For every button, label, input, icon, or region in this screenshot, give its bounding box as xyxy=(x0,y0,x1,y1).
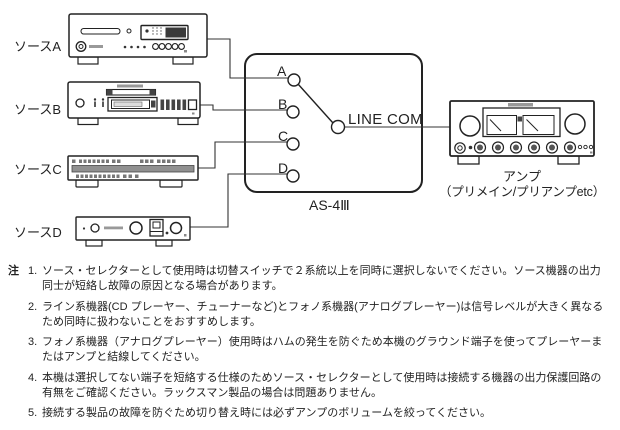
display-dots xyxy=(152,27,162,35)
amp-right-knob xyxy=(564,113,586,135)
source-d-label: ソースD xyxy=(14,225,62,240)
note-item-1: 1. ソース・セレクターとして使用時は切替スイッチで２系統以上を同時に選択しない… xyxy=(28,264,614,294)
tuner-display-band xyxy=(71,165,195,173)
note-text: ソース・セレクターとして使用時は切替スイッチで２系統以上を同時に選択しないでくだ… xyxy=(42,265,601,292)
brand-mark xyxy=(89,45,103,48)
note-number: 2. xyxy=(28,300,38,313)
amp-sublabel: （プリメイン/プリアンプetc） xyxy=(438,185,606,199)
terminal-d-contact xyxy=(286,169,300,183)
source-c-label: ソースC xyxy=(14,162,62,177)
note-item-4: 4. 本機は選択してない端子を短絡する仕様のためソース・セレクターとして使用時は… xyxy=(28,371,614,401)
note-number: 5. xyxy=(28,407,38,419)
note-number: 1. xyxy=(28,265,38,277)
wires xyxy=(190,38,450,228)
note-item-2: 2. ライン系機器(CD プレーヤー、チューナーなど)とフォノ系機器(アナログプ… xyxy=(28,300,614,330)
switch-arm xyxy=(297,83,334,124)
notes-list: 1. ソース・セレクターとして使用時は切替スイッチで２系統以上を同時に選択しない… xyxy=(28,264,614,427)
diagram-art xyxy=(67,13,595,247)
note-text: ライン系機器(CD プレーヤー、チューナーなど)とフォノ系機器(アナログプレーヤ… xyxy=(42,300,604,328)
selector-model-label: AS-4Ⅲ xyxy=(309,197,350,213)
amp-left-knob xyxy=(459,115,481,137)
amp-small-knobs xyxy=(473,141,577,154)
brand-mark xyxy=(508,103,533,107)
terminal-d-label: D xyxy=(278,160,289,176)
brand-mark xyxy=(117,84,143,88)
note-item-3: 3. フォノ系機器（アナログプレーヤー）使用時はハムの発生を防ぐため本機のグラウ… xyxy=(28,335,614,365)
connection-diagram: ソースA ソースB ソースC ソースD A B C D LINE COM AS-… xyxy=(14,13,606,247)
line-com-label: LINE COM xyxy=(348,111,423,128)
note-text: 接続する製品の故障を防ぐため切り替え時には必ずアンプのボリュームを絞ってください… xyxy=(42,407,492,419)
notes-heading: 注 xyxy=(8,265,19,277)
preset-buttons-bottom xyxy=(76,174,139,178)
source-d-device xyxy=(75,216,191,247)
note-text: フォノ系機器（アナログプレーヤー）使用時はハムの発生を防ぐため本機のグラウンド端… xyxy=(42,336,603,363)
vu-meter-right xyxy=(522,115,555,135)
preset-buttons-top xyxy=(72,159,176,163)
vu-meter-left xyxy=(486,115,517,135)
terminal-b-label: B xyxy=(278,96,288,112)
note-number: 4. xyxy=(28,371,38,384)
note-number: 3. xyxy=(28,336,38,348)
terminal-c-contact xyxy=(286,137,300,151)
terminal-a-contact xyxy=(287,73,301,87)
terminal-a-label: A xyxy=(277,63,287,79)
source-a-label: ソースA xyxy=(14,39,62,54)
source-a-device xyxy=(68,13,208,65)
brand-mark xyxy=(104,226,123,230)
wire-source-c xyxy=(198,141,287,169)
note-text: 本機は選択してない端子を短絡する仕様のためソース・セレクターとして使用時は接続す… xyxy=(42,371,602,399)
wire-source-d xyxy=(190,173,287,228)
line-com-contact xyxy=(330,119,346,135)
wire-source-a xyxy=(207,38,288,79)
source-c-device xyxy=(67,155,199,188)
display-window xyxy=(165,27,186,38)
note-item-5: 5. 接続する製品の故障を防ぐため切り替え時には必ずアンプのボリュームを絞ってく… xyxy=(28,406,614,421)
wire-source-b xyxy=(200,104,287,111)
amp-label: アンプ xyxy=(502,169,542,184)
terminal-b-contact xyxy=(286,105,300,119)
amp-device xyxy=(449,100,595,165)
terminal-c-label: C xyxy=(278,128,289,144)
source-b-label: ソースB xyxy=(14,102,62,117)
transport-buttons xyxy=(160,99,187,110)
source-b-device xyxy=(67,81,201,126)
